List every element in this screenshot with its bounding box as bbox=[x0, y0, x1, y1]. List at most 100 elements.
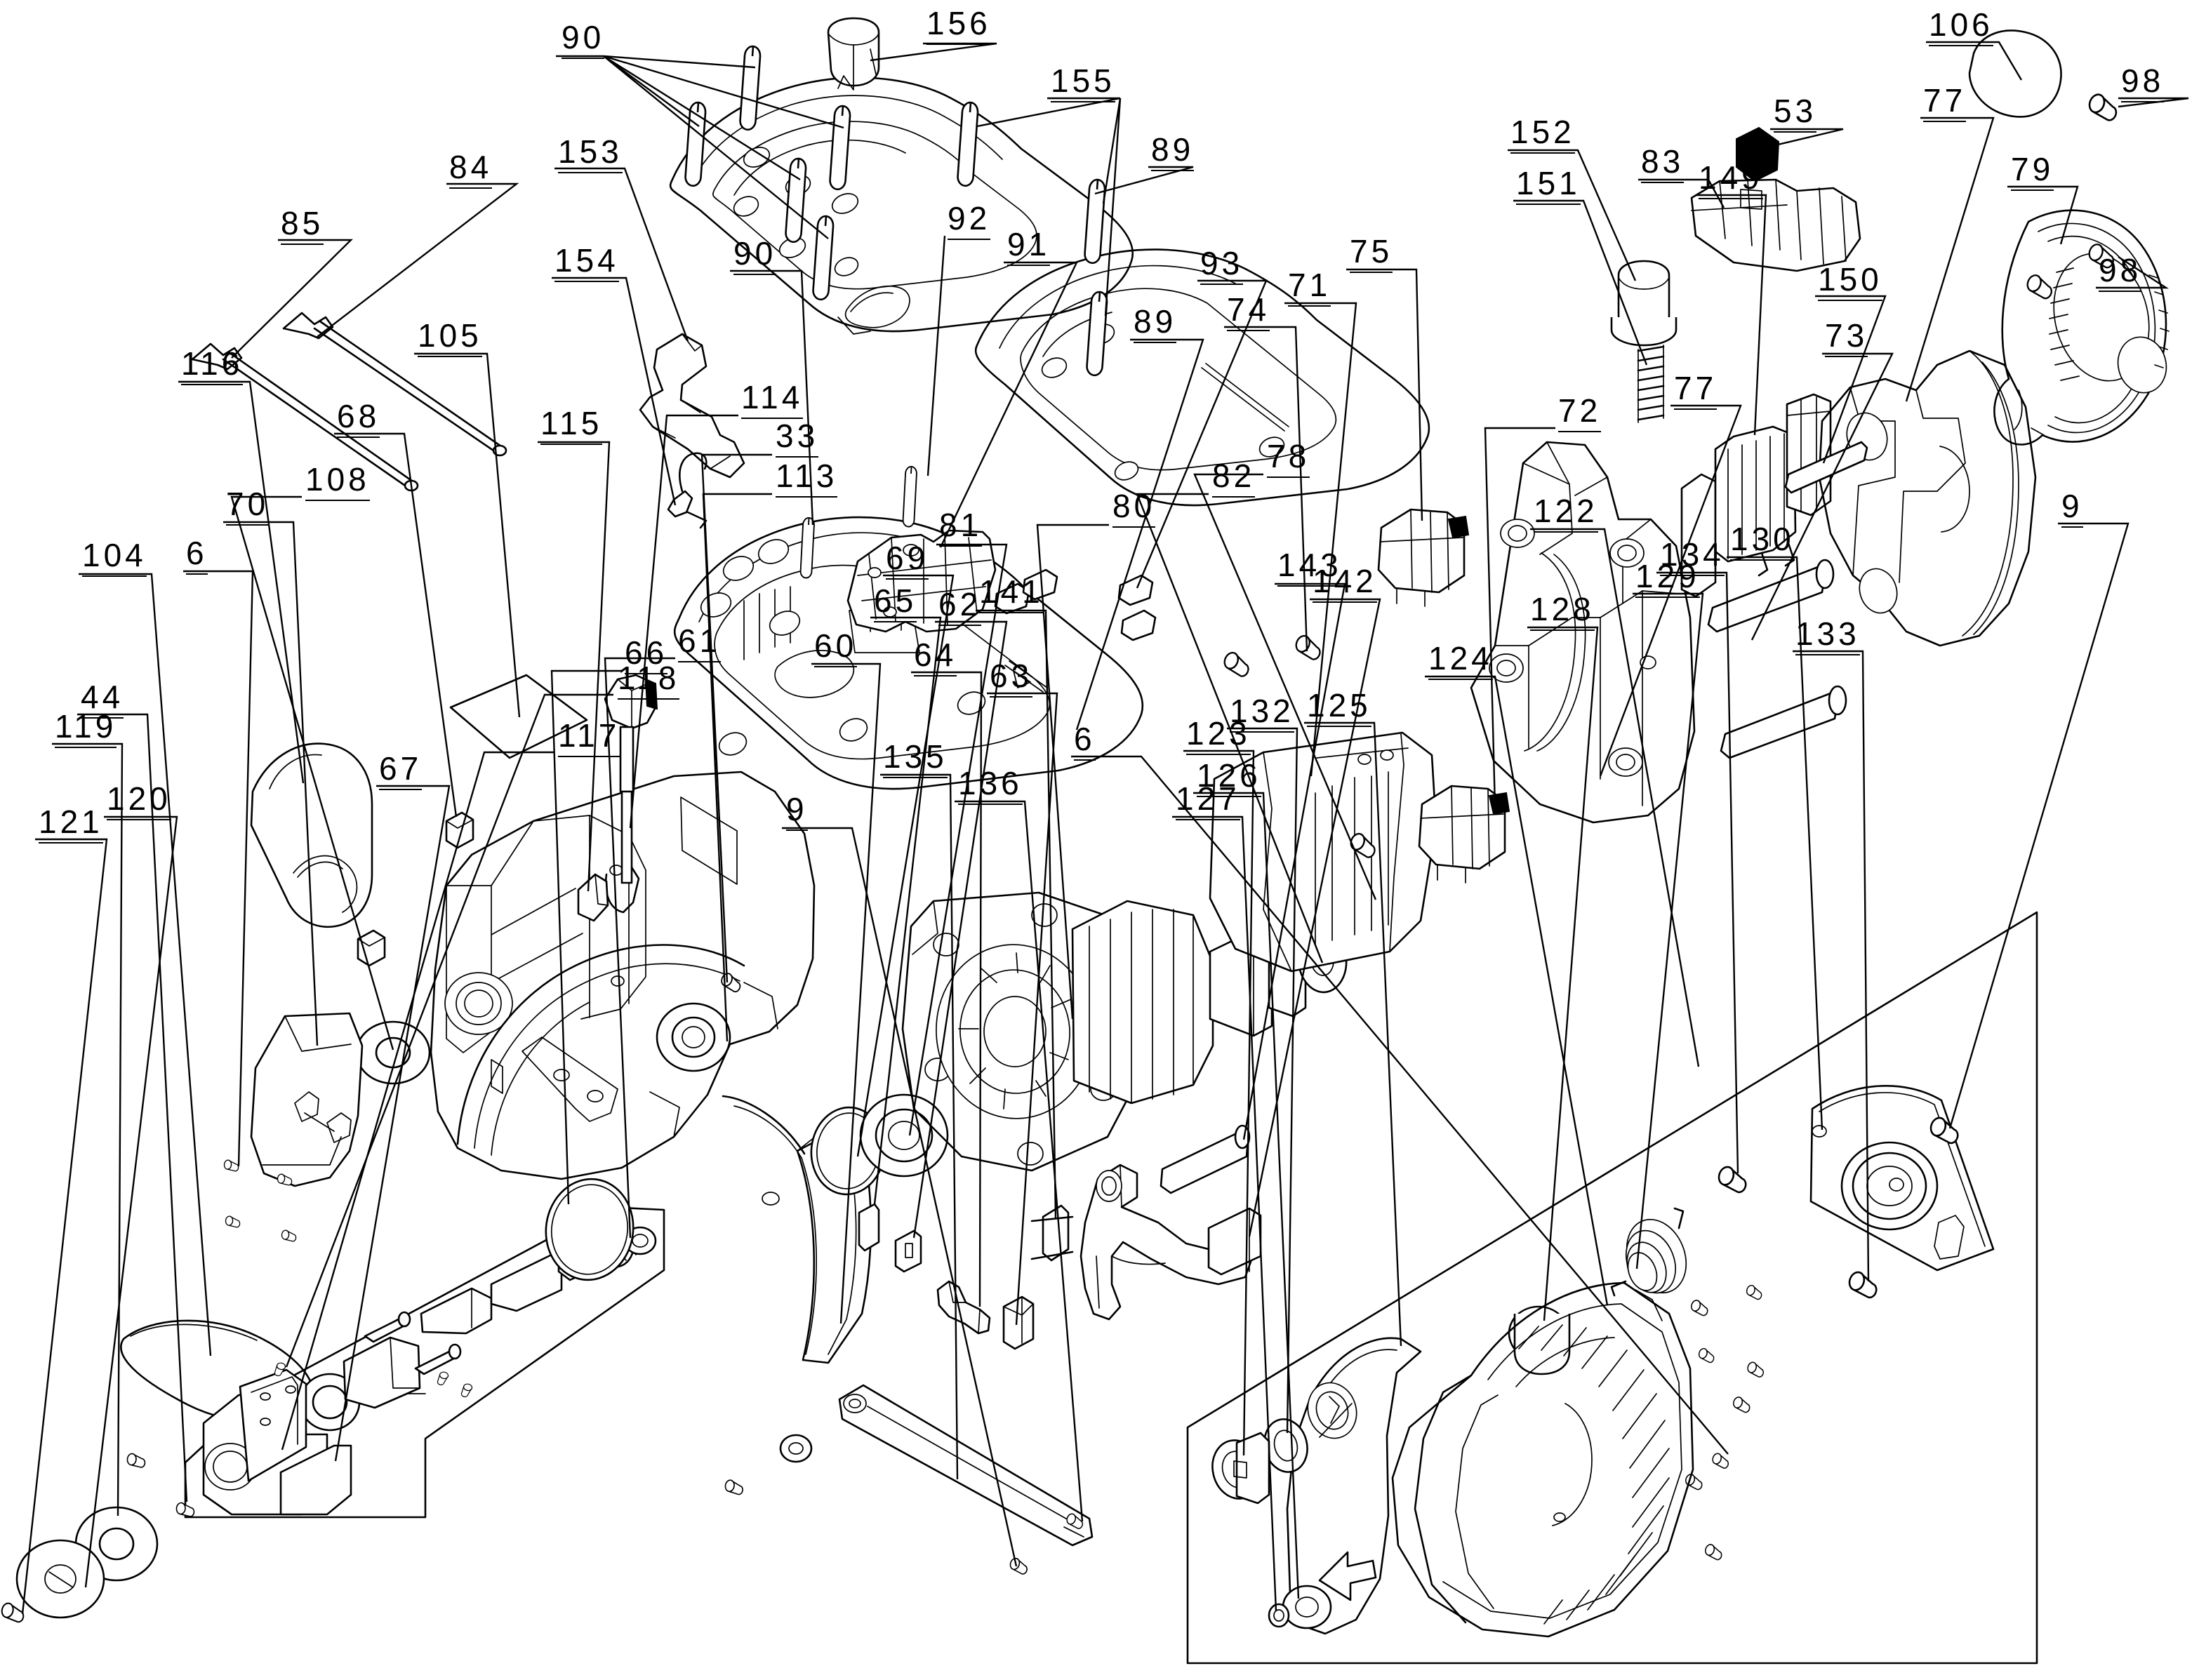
callout-93: 93 bbox=[1200, 247, 1244, 285]
callout-155: 155 bbox=[1051, 65, 1115, 102]
part-128-bushing bbox=[1508, 1305, 1571, 1375]
parts-68-pins bbox=[357, 811, 474, 967]
callout-136: 136 bbox=[958, 767, 1023, 805]
callout-85: 85 bbox=[281, 207, 324, 245]
callout-79: 79 bbox=[2011, 153, 2054, 191]
callout-89: 89 bbox=[1151, 133, 1195, 171]
callout-115: 115 bbox=[540, 407, 603, 445]
callout-143: 143 bbox=[1277, 549, 1342, 587]
callout-156: 156 bbox=[926, 7, 991, 45]
callout-53: 53 bbox=[1774, 95, 1817, 133]
part-106-label bbox=[1968, 29, 2062, 118]
callout-62: 62 bbox=[938, 588, 982, 626]
callout-152: 152 bbox=[1510, 116, 1575, 154]
callout-150: 150 bbox=[1818, 263, 1882, 301]
callout-63: 63 bbox=[990, 660, 1033, 698]
callout-127: 127 bbox=[1176, 782, 1240, 820]
callout-65: 65 bbox=[874, 585, 917, 622]
callout-75: 75 bbox=[1350, 235, 1393, 273]
part-91-switch bbox=[846, 529, 1157, 641]
callout-83: 83 bbox=[1641, 145, 1685, 183]
callout-92: 92 bbox=[948, 202, 991, 240]
callout-105: 105 bbox=[418, 319, 482, 357]
part-154-clip bbox=[667, 452, 707, 529]
callout-108: 108 bbox=[305, 463, 370, 501]
callout-113: 113 bbox=[776, 460, 838, 498]
callout-124: 124 bbox=[1428, 642, 1493, 680]
callout-98: 98 bbox=[2121, 65, 2165, 102]
callout-44: 44 bbox=[81, 681, 124, 719]
callout-6: 6 bbox=[1074, 723, 1096, 761]
callout-71: 71 bbox=[1288, 269, 1331, 307]
callout-72: 72 bbox=[1558, 394, 1602, 432]
part-156-cap bbox=[827, 17, 880, 91]
callout-132: 132 bbox=[1230, 695, 1294, 733]
callout-9: 9 bbox=[786, 793, 808, 831]
part-123-bearing bbox=[1211, 1432, 1270, 1505]
callout-104: 104 bbox=[82, 539, 147, 577]
callout-128: 128 bbox=[1530, 593, 1595, 631]
callout-84: 84 bbox=[449, 151, 493, 189]
callout-98: 98 bbox=[2099, 254, 2142, 292]
part-151-spring bbox=[1637, 345, 1665, 423]
callout-130: 130 bbox=[1730, 523, 1795, 561]
callout-116: 116 bbox=[181, 347, 244, 385]
callout-120: 120 bbox=[107, 782, 171, 820]
callout-61: 61 bbox=[678, 625, 722, 662]
callout-77: 77 bbox=[1923, 84, 1967, 122]
callout-82: 82 bbox=[1212, 460, 1256, 498]
brush-holder-75 bbox=[1377, 508, 1470, 607]
parts-135-136 bbox=[724, 1384, 1094, 1576]
callout-73: 73 bbox=[1825, 319, 1868, 357]
callout-141: 141 bbox=[979, 575, 1044, 613]
callout-68: 68 bbox=[337, 400, 380, 438]
callout-153: 153 bbox=[558, 135, 623, 173]
callout-154: 154 bbox=[554, 244, 619, 282]
callout-125: 125 bbox=[1307, 689, 1371, 727]
part-65-spring bbox=[858, 1203, 880, 1252]
callout-133: 133 bbox=[1795, 618, 1860, 655]
parts-119-120-121 bbox=[0, 1506, 159, 1624]
callout-90: 90 bbox=[733, 237, 777, 275]
callout-126: 126 bbox=[1197, 759, 1261, 797]
part-125-inner-guard bbox=[1286, 1337, 1422, 1635]
callout-117: 117 bbox=[558, 719, 620, 757]
callout-9: 9 bbox=[2061, 490, 2083, 528]
callout-151: 151 bbox=[1516, 167, 1581, 205]
part-83 bbox=[1690, 178, 1861, 272]
callout-134: 134 bbox=[1660, 538, 1725, 576]
parts-84-85-rods bbox=[191, 312, 507, 492]
leader-lines bbox=[21, 41, 2189, 1615]
callout-33: 33 bbox=[776, 420, 819, 458]
callout-90: 90 bbox=[562, 21, 605, 59]
callout-60: 60 bbox=[814, 629, 858, 667]
callout-119: 119 bbox=[55, 710, 117, 748]
callout-66: 66 bbox=[625, 636, 668, 674]
part-152 bbox=[1610, 260, 1678, 347]
right-housing-group bbox=[1610, 29, 2170, 647]
callout-70: 70 bbox=[226, 488, 270, 526]
guard-60-group bbox=[545, 1095, 1035, 1364]
callout-80: 80 bbox=[1112, 490, 1156, 528]
callout-135: 135 bbox=[883, 740, 948, 778]
callout-78: 78 bbox=[1267, 440, 1310, 478]
callout-6: 6 bbox=[186, 537, 208, 575]
callout-77: 77 bbox=[1674, 372, 1718, 410]
callout-123: 123 bbox=[1186, 717, 1251, 755]
part-141-spring bbox=[1030, 1204, 1074, 1262]
motor-group bbox=[656, 441, 1847, 1196]
callout-64: 64 bbox=[914, 639, 957, 676]
part-124-guard bbox=[1391, 1281, 1694, 1638]
callout-89: 89 bbox=[1134, 305, 1177, 343]
callout-81: 81 bbox=[939, 509, 983, 547]
callout-121: 121 bbox=[39, 806, 103, 844]
part-149-terminal bbox=[1680, 393, 1832, 598]
callout-91: 91 bbox=[1007, 228, 1051, 266]
callout-149: 149 bbox=[1699, 161, 1763, 199]
callout-114: 114 bbox=[741, 381, 804, 419]
parts-70-108 bbox=[250, 1012, 431, 1187]
callout-67: 67 bbox=[379, 752, 423, 790]
part-79-endcap bbox=[1993, 209, 2170, 446]
